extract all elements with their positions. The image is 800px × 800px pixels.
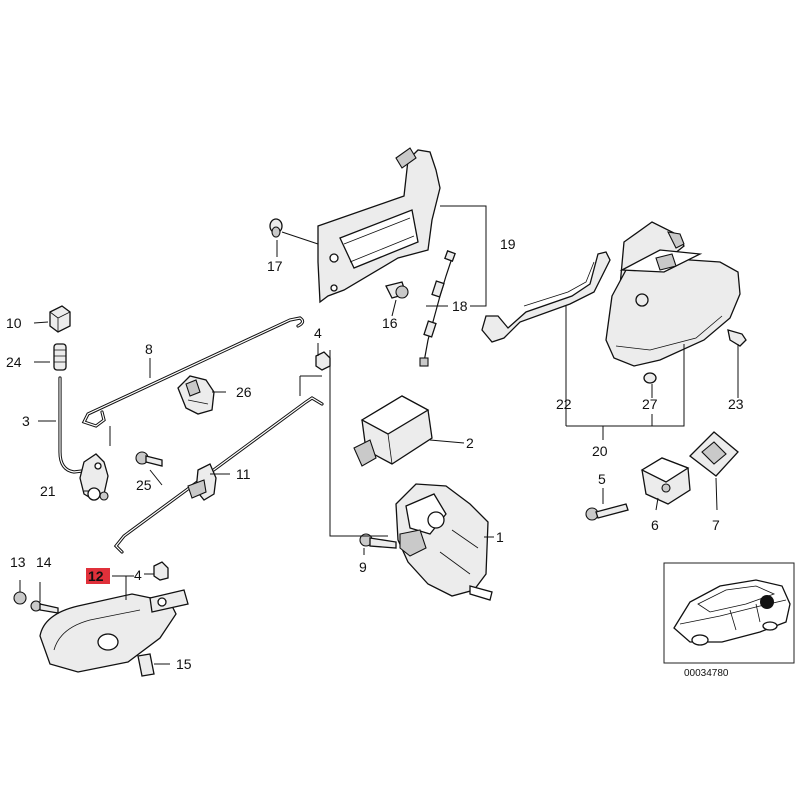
- callout-16: 16: [382, 315, 398, 331]
- callout-23: 23: [728, 396, 744, 412]
- part-5-screw: [585, 503, 629, 521]
- leader-lines: [19, 205, 739, 665]
- callout-24: 24: [6, 354, 22, 370]
- part-23-screw: [727, 329, 747, 347]
- part-19-bracket: [317, 147, 441, 304]
- part-13-nut: [13, 591, 27, 605]
- callout-6: 6: [651, 517, 659, 533]
- callout-20: 20: [592, 443, 608, 459]
- callout-1: 1: [496, 529, 504, 545]
- callout-4-lower: 4: [134, 567, 142, 583]
- inset-car-location: 00034780: [663, 562, 795, 679]
- part-25-screw: [135, 451, 163, 467]
- part-9-bolt: [359, 533, 397, 549]
- part-18-cable: [419, 250, 456, 367]
- callout-4-upper: 4: [314, 325, 322, 341]
- callout-12-highlight: [86, 568, 110, 584]
- callout-8: 8: [145, 341, 153, 357]
- part-10-knob: [49, 305, 71, 333]
- part-8-rod: [81, 316, 305, 428]
- callout-3: 3: [22, 413, 30, 429]
- callout-22: 22: [556, 396, 572, 412]
- callout-10: 10: [6, 315, 22, 331]
- part-11-rod: [113, 396, 324, 554]
- callout-26: 26: [236, 384, 252, 400]
- part-1-lock: [395, 483, 493, 601]
- part-22-carrier: [481, 251, 611, 343]
- part-17-grommet: [269, 218, 319, 245]
- callout-2: 2: [466, 435, 474, 451]
- part-24-sleeve: [53, 343, 67, 371]
- part-14-screw: [30, 600, 59, 614]
- callout-15: 15: [176, 656, 192, 672]
- callout-19: 19: [500, 236, 516, 252]
- callout-5: 5: [598, 471, 606, 487]
- callout-17: 17: [267, 258, 283, 274]
- callout-13: 13: [10, 554, 26, 570]
- callout-21: 21: [40, 483, 56, 499]
- car-icon: [673, 579, 791, 646]
- callout-14: 14: [36, 554, 52, 570]
- callout-12: 12: [88, 568, 104, 584]
- part-27-plug: [643, 372, 657, 384]
- outer-door-handle: [605, 221, 741, 367]
- door-location-marker: [760, 595, 774, 609]
- callout-7: 7: [712, 517, 720, 533]
- part-2-actuator: [353, 395, 433, 467]
- callout-25: 25: [136, 477, 152, 493]
- part-12-inner-handle: [39, 589, 189, 673]
- part-7-gasket: [689, 431, 739, 477]
- part-3-rod: [58, 376, 92, 474]
- part-21-bellcrank: [79, 453, 109, 501]
- part-15-clip: [137, 653, 155, 677]
- part-16-bolt: [385, 281, 409, 299]
- part-4-clip-lower: [153, 561, 169, 581]
- inset-reference-number: 00034780: [684, 668, 729, 679]
- callout-11: 11: [236, 466, 251, 482]
- callout-labels: 1 2 3 4 4 5 6 7 8 9 10 11 12 13 14 15 16…: [6, 236, 744, 672]
- callout-27: 27: [642, 396, 658, 412]
- callout-9: 9: [359, 559, 367, 575]
- callout-18: 18: [452, 298, 468, 314]
- part-26-clip: [177, 375, 215, 415]
- part-6-block: [640, 457, 691, 505]
